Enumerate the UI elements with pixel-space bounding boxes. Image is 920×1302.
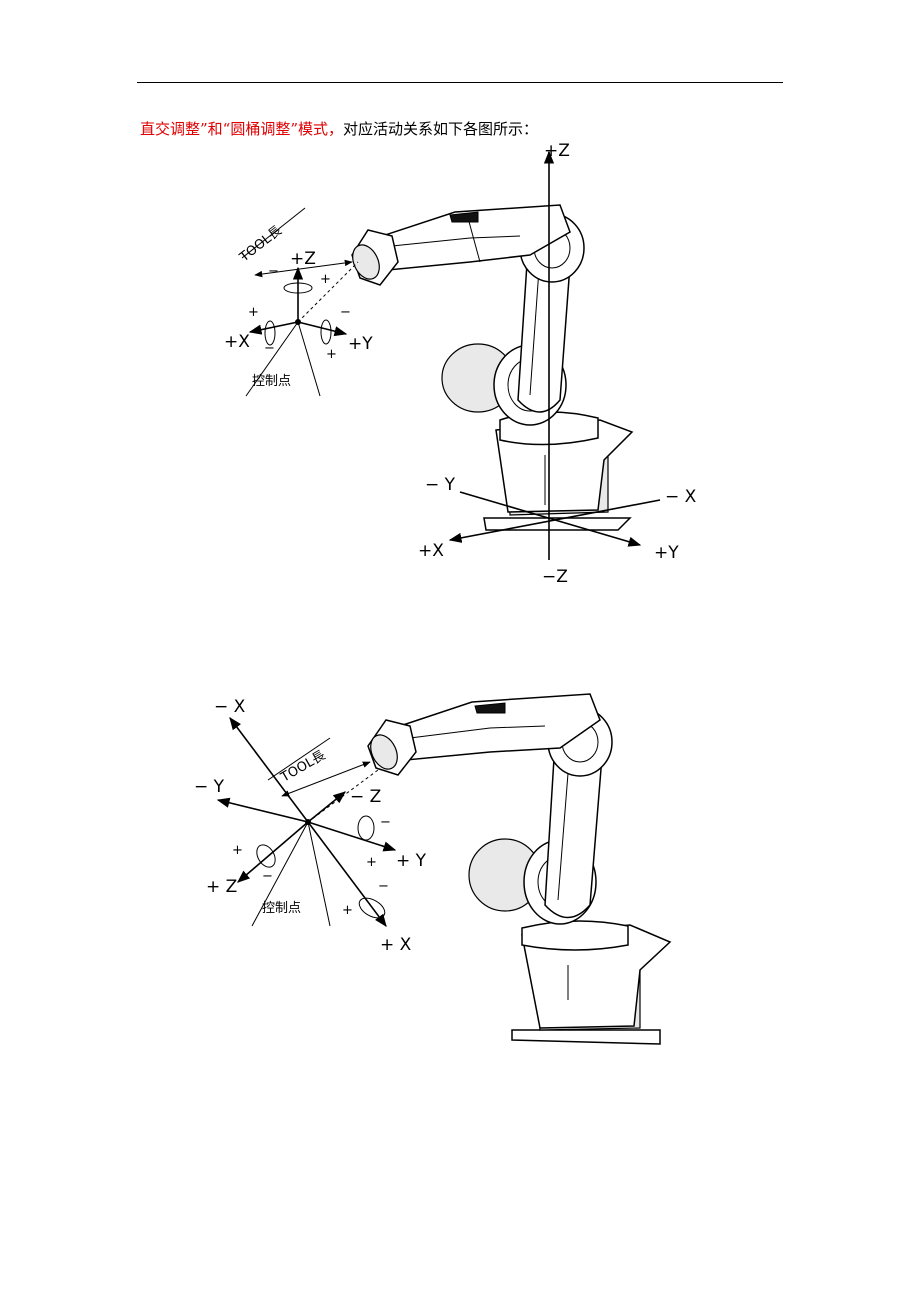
figure-1: +Z −Z +Y − Y +X − X TOOL長 控制点 +Z +X +Y −… — [224, 141, 697, 587]
rot-sign: − — [340, 305, 351, 320]
axis-ny-label: − Y — [194, 777, 225, 797]
rot-sign: − — [380, 815, 391, 830]
base-y-axis — [459, 491, 642, 547]
axis-nx-label: − X — [214, 697, 246, 717]
figure-2: TOOL長 控制点 − X − Y − Z + Z + Y + X + − − … — [194, 693, 672, 1045]
base-x-axis — [448, 499, 661, 543]
base-px-label: +X — [418, 541, 444, 561]
tool-length-label: TOOL長 — [278, 748, 329, 786]
local-x-label: +X — [224, 332, 250, 352]
base-py-label: +Y — [654, 543, 679, 563]
rot-sign: + — [342, 903, 353, 918]
robot-illustration-1 — [351, 204, 634, 531]
base-pz-label: +Z — [544, 141, 570, 161]
rot-sign: − — [268, 264, 279, 279]
axis-py-label: + Y — [396, 851, 427, 871]
rot-sign: + — [326, 347, 337, 362]
axis-px-label: + X — [380, 935, 412, 955]
tool-length-label: TOOL長 — [236, 223, 284, 265]
intro-text: 直交调整”和“圆桶调整”模式，对应活动关系如下各图所示： — [140, 118, 538, 139]
base-nx-label: − X — [665, 487, 697, 507]
base-axes-1: +Z −Z +Y − Y +X − X — [418, 141, 697, 587]
tool-frame-1: TOOL長 控制点 +Z +X +Y − + + − + − — [224, 207, 373, 397]
intro-black-text: 对应活动关系如下各图所示： — [343, 120, 539, 138]
rot-sign: + — [232, 843, 243, 858]
axis-pz-label: + Z — [206, 877, 237, 897]
rot-sign: + — [366, 855, 377, 870]
robot-illustration-2 — [367, 693, 672, 1045]
local-y-label: +Y — [348, 334, 373, 354]
rot-sign: + — [320, 272, 331, 287]
intro-red-text: 直交调整”和“圆桶调整”模式， — [140, 120, 344, 138]
control-point-label: 控制点 — [262, 901, 301, 916]
rot-sign: − — [262, 869, 273, 884]
rot-sign: + — [248, 305, 259, 320]
header-rule — [137, 82, 783, 83]
rot-sign: − — [264, 341, 275, 356]
rot-sign: − — [378, 879, 389, 894]
local-z-label: +Z — [290, 249, 316, 269]
base-nz-label: −Z — [542, 567, 568, 587]
control-point-label: 控制点 — [252, 374, 291, 389]
tool-frame-2: TOOL長 控制点 − X − Y − Z + Z + Y + X + − − … — [194, 697, 427, 955]
axis-nz-label: − Z — [350, 787, 381, 807]
base-ny-label: − Y — [425, 475, 456, 495]
